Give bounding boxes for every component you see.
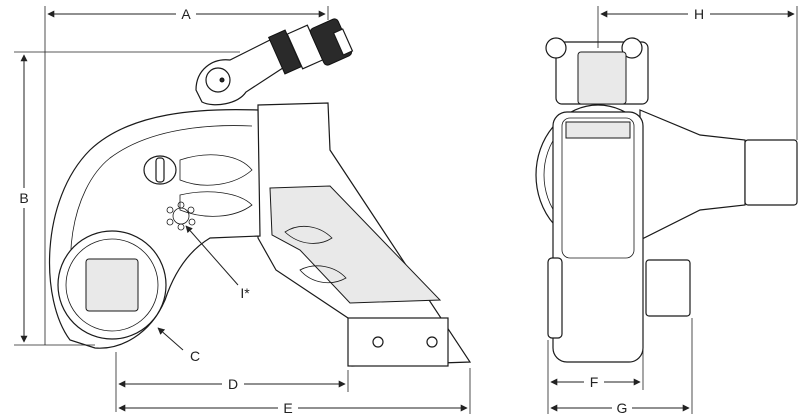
dimension-lines <box>14 6 798 414</box>
dimension-label-i: I* <box>240 285 250 301</box>
side-view <box>49 18 472 367</box>
front-drive-nut <box>645 259 691 317</box>
pressure-plug <box>143 155 177 185</box>
hydraulic-swivel <box>195 18 354 106</box>
front-arm <box>639 109 746 241</box>
reaction-arm-side <box>269 185 442 304</box>
indicator-dots <box>166 201 196 231</box>
dimension-label-b: B <box>19 190 28 206</box>
dimension-label-h: H <box>694 6 704 22</box>
foot-hole-left <box>372 336 384 348</box>
dimension-label-a: A <box>181 6 191 22</box>
dimension-label-d: D <box>228 376 238 392</box>
square-drive <box>57 230 167 340</box>
foot-hole-right <box>426 336 438 348</box>
front-view <box>535 37 798 363</box>
dimension-label-g: G <box>617 400 628 416</box>
dimension-label-c: C <box>190 348 200 364</box>
front-arm-end <box>744 139 798 206</box>
dimension-label-f: F <box>590 374 599 390</box>
dimension-label-e: E <box>283 400 292 416</box>
front-housing <box>552 111 644 363</box>
